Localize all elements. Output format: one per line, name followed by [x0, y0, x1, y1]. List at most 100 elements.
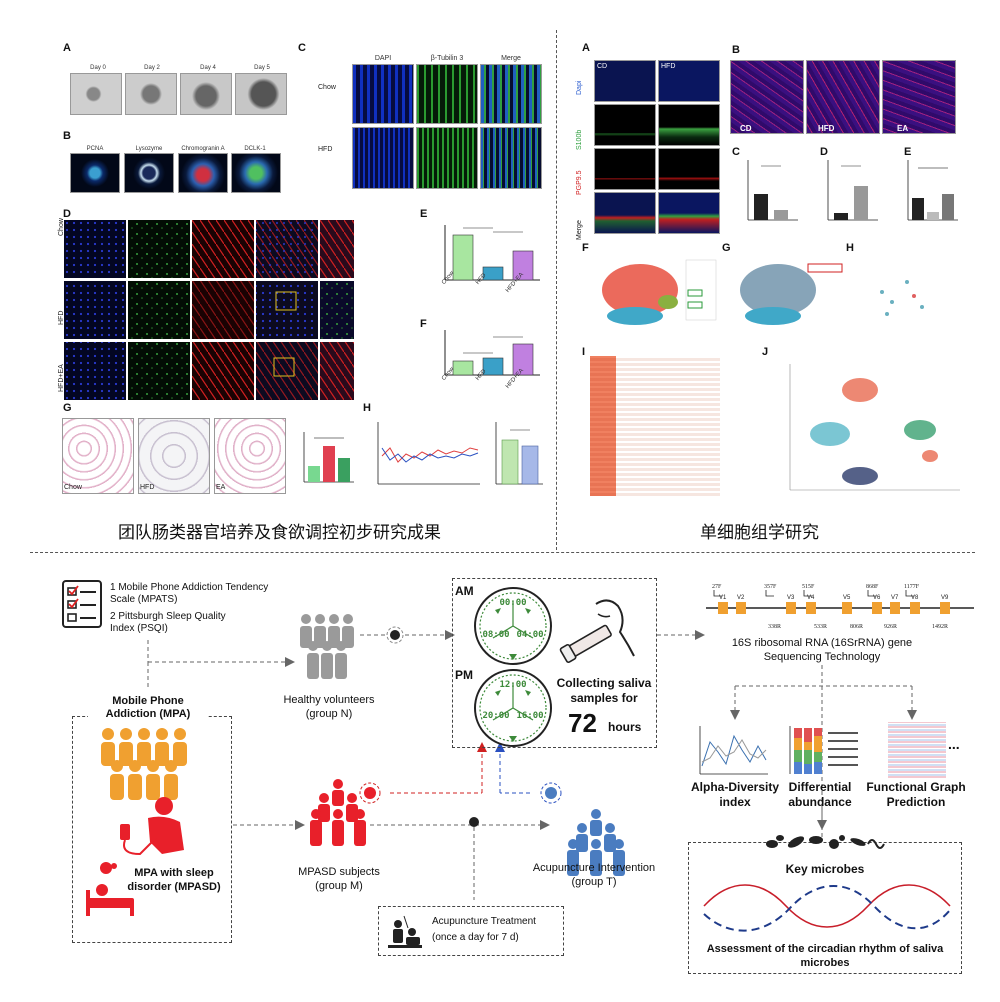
primer-forward-arrow-2 [765, 590, 774, 597]
marker-label-dclk1: DCLK-1 [244, 146, 266, 152]
gene-region-label-8: V8 [911, 595, 919, 601]
r-a-cd-merge [594, 192, 656, 234]
acupuncture-treatment-label: Acupuncture Treatment [432, 916, 536, 927]
r-panel-letter-a: A [582, 42, 590, 54]
circadian-label: Assessment of the circadian rhythm of sa… [706, 943, 944, 969]
am-clock-right: 04:00 [516, 630, 544, 640]
acupuncture-treatment-icon [388, 915, 422, 948]
acupuncture-treatment-box [378, 906, 564, 956]
primer-reverse-3: 806R [850, 624, 863, 630]
acupuncture-intervention-label: Acupuncture Intervention [532, 862, 656, 874]
primer-forward-1: 27F [712, 584, 722, 590]
alpha-diversity-label: Alpha-Diversity index [690, 780, 780, 809]
r-panel-letter-f: F [582, 242, 589, 254]
g-label-ea: EA [216, 484, 226, 491]
differential-abundance-chart [789, 726, 858, 774]
panel-h-charts [377, 422, 543, 485]
day-label-4: Day 4 [200, 65, 216, 71]
acupuncture-group-icon [567, 809, 625, 876]
primer-forward-arrow-1 [713, 590, 722, 597]
panel-letter-g: G [63, 402, 72, 414]
r-panel-letter-i: I [582, 346, 586, 358]
gene-title: 16S ribosomal RNA (16SrRNA) gene Sequenc… [731, 637, 913, 663]
saliva-tube-icon [559, 599, 635, 663]
group-m-label: (group M) [315, 880, 363, 892]
r-a-col-cd: CD [597, 63, 608, 70]
gene-region-label-1: V1 [719, 595, 727, 601]
g-image-hfd [138, 418, 210, 494]
panel-e-chart [444, 225, 540, 281]
r-panel-letter-e: E [904, 146, 912, 158]
hours-value: 72 [568, 708, 597, 738]
panel-letter-d: D [63, 208, 71, 220]
d-row-hfd [64, 281, 354, 339]
gene-region-label-5: V5 [843, 595, 851, 601]
mpa-crowd-icon [101, 728, 187, 800]
if-image-dclk1 [231, 153, 281, 193]
if-image-chromogranin [178, 153, 228, 193]
r-a-hfd-dapi [658, 60, 720, 102]
r-a-hfd-s100b [658, 104, 720, 146]
pm-clock-top: 12:00 [499, 680, 527, 690]
panel-letter-e: E [420, 208, 428, 220]
f-bar-hfd [482, 357, 504, 376]
panel-letter-b: B [63, 130, 71, 142]
pm-label: PM [455, 668, 473, 682]
marker-label-chromogranin: Chromogranin A [181, 146, 225, 152]
r-b-cd [730, 60, 804, 134]
r-b-label-hfd: HFD [818, 124, 835, 133]
day-label-0: Day 0 [90, 65, 106, 71]
primer-forward-3: 515F [802, 584, 815, 590]
primer-forward-2: 357F [764, 584, 777, 590]
sleep-disorder-icon [86, 862, 134, 916]
collecting-label: Collecting saliva samples for [556, 676, 652, 705]
hours-unit: hours [608, 720, 642, 734]
pm-clock-left: 20:00 [482, 711, 510, 721]
organoid-image-day2 [125, 73, 177, 115]
row-label-hfd: HFD [318, 146, 333, 153]
d-row-chow [64, 220, 354, 278]
r-a-hfd-pgp [658, 148, 720, 190]
top-left-heading: 团队肠类器官培养及食欲调控初步研究成果 [118, 523, 441, 543]
r-panel-letter-g: G [722, 242, 731, 254]
e-bar-hfdea [512, 250, 534, 281]
if-image-pcna [70, 153, 120, 193]
g-image-chow [62, 418, 134, 494]
saliva-collection-box [452, 578, 657, 748]
marker-label-lysozyme: Lysozyme [135, 146, 163, 152]
panel-f-chart [444, 330, 540, 376]
am-clock-icon [474, 587, 552, 665]
treatment-schedule-label: (once a day for 7 d) [432, 932, 519, 943]
organoid-image-day0 [70, 73, 122, 115]
c-chow-merge [480, 64, 542, 124]
key-microbes-label: Key microbes [785, 862, 865, 876]
primer-reverse-4: 926R [884, 624, 897, 630]
circadian-rhythm-waves [703, 884, 951, 932]
c-hfd-dapi [352, 127, 414, 189]
r-b-hfd [806, 60, 880, 134]
healthy-volunteers-label: Healthy volunteers [283, 694, 375, 706]
primer-forward-4: 868F [866, 584, 879, 590]
panel-letter-h: H [363, 402, 371, 414]
d-image-grid [64, 220, 354, 400]
gene-region-label-6: V6 [873, 595, 881, 601]
gene-region-1 [718, 602, 728, 614]
r-g-tsne [740, 263, 843, 325]
d-row-hfdea [64, 342, 354, 400]
pm-clock-right: 16:00 [516, 711, 544, 721]
primer-forward-arrow-4 [867, 590, 876, 597]
questionnaire-1: 1 Mobile Phone Addiction Tendency Scale … [110, 582, 269, 605]
r-a-cd-pgp [594, 148, 656, 190]
c-hfd-tubulin [416, 127, 478, 189]
ellipsis-label: ... [948, 736, 960, 752]
microbes-icon [766, 835, 885, 849]
g-chart [303, 432, 354, 483]
gene-region-label-3: V3 [787, 595, 795, 601]
panel-letter-c: C [298, 42, 306, 54]
gene-region-6 [872, 602, 882, 614]
g-label-chow: Chow [64, 484, 82, 491]
e-bar-chow [452, 234, 474, 281]
primer-reverse-1: 338R [768, 624, 781, 630]
gene-region-8 [910, 602, 920, 614]
